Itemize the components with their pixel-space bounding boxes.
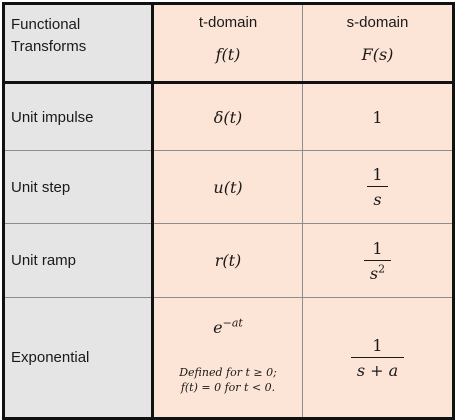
t-domain-expr: r(t) [214, 251, 242, 270]
fraction-denominator: s [367, 186, 388, 209]
note-line2: f(t) = 0 for t < 0. [180, 381, 276, 394]
header-functional-transforms: Functional Transforms [2, 2, 154, 84]
domain-note: Defined for t ≥ 0; f(t) = 0 for t < 0. [179, 365, 277, 395]
s-domain-cell: 1 [302, 82, 455, 151]
t-domain-expr: u(t) [213, 177, 243, 197]
t-domain-cell: u(t) [152, 150, 303, 224]
t-domain-expr: δ(t) [213, 107, 243, 127]
header-t-domain: t-domain f(t) [152, 2, 303, 84]
header-row: Functional Transforms t-domain f(t) s-do… [2, 2, 455, 84]
s-domain-fraction: 1 s2 [363, 238, 392, 283]
t-domain-cell: r(t) [152, 223, 303, 298]
row-label: Exponential [2, 297, 154, 420]
header-col1-line1: Functional [11, 16, 81, 33]
s-domain-fraction: 1 s + a [350, 335, 405, 380]
fraction-denominator: s2 [363, 259, 392, 283]
exp-base: e [213, 318, 223, 337]
row-unit-step: Unit step u(t) 1 s [2, 150, 455, 224]
row-name: Unit ramp [11, 252, 77, 269]
row-unit-impulse: Unit impulse δ(t) 1 [2, 82, 455, 151]
fraction-numerator: 1 [372, 335, 383, 355]
row-label: Unit impulse [2, 82, 154, 151]
t-domain-cell: e−at Defined for t ≥ 0; f(t) = 0 for t <… [152, 297, 303, 420]
row-name: Exponential [11, 349, 90, 366]
row-name: Unit step [11, 178, 71, 196]
header-t-domain-symbol: f(t) [215, 45, 241, 64]
header-s-domain-symbol: F(s) [361, 45, 394, 64]
s-domain-cell: 1 s + a [302, 297, 455, 420]
header-t-domain-title: t-domain [198, 14, 258, 31]
fraction-numerator: 1 [372, 165, 383, 184]
s-domain-expr: 1 [372, 107, 383, 127]
row-name: Unit impulse [11, 108, 94, 126]
s-domain-cell: 1 s2 [302, 223, 455, 298]
row-unit-ramp: Unit ramp r(t) 1 s2 [2, 223, 455, 298]
s-domain-cell: 1 s [302, 150, 455, 224]
s-domain-fraction: 1 s [367, 165, 388, 209]
fraction-numerator: 1 [372, 238, 383, 258]
header-s-domain-title: s-domain [346, 14, 409, 31]
t-domain-cell: δ(t) [152, 82, 303, 151]
header-s-domain: s-domain F(s) [302, 2, 455, 84]
t-domain-expr: e−at [213, 318, 243, 337]
denominator-base: s [369, 263, 379, 283]
row-label: Unit ramp [2, 223, 154, 298]
exp-exponent: −at [222, 316, 243, 330]
fraction-denominator: s + a [350, 356, 405, 380]
row-label: Unit step [2, 150, 154, 224]
row-exponential: Exponential e−at Defined for t ≥ 0; f(t)… [2, 297, 455, 420]
note-line1: Defined for t ≥ 0; [179, 366, 277, 379]
header-col1-line2: Transforms [11, 38, 87, 55]
denominator-exponent: 2 [378, 262, 386, 276]
